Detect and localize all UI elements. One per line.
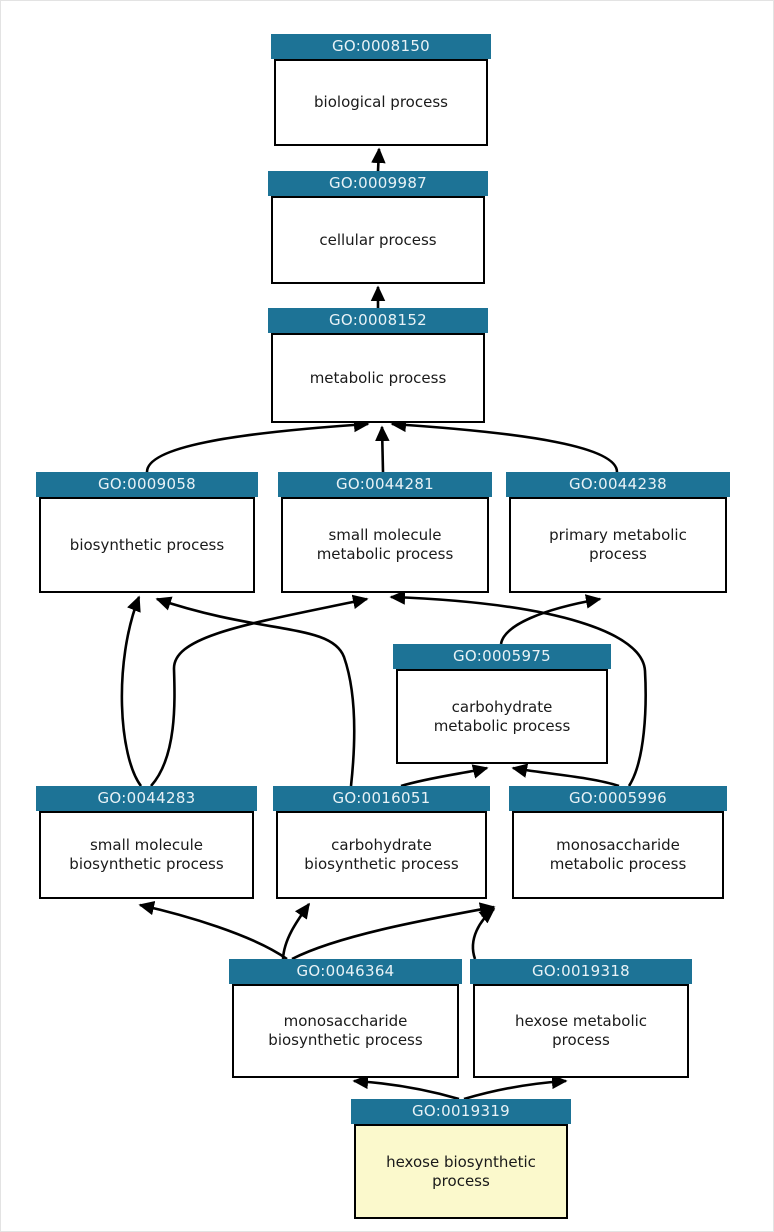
go-term-label: monosaccharide biosynthetic process [232, 984, 459, 1078]
go-id-header: GO:0016051 [273, 786, 490, 811]
edge-GO-0009987-to-GO-0008150 [371, 147, 386, 172]
go-term-label: hexose metabolic process [473, 984, 689, 1078]
go-id-header: GO:0008152 [268, 308, 488, 333]
edge-GO-0046364-to-GO-0005996 [291, 902, 496, 961]
go-term-label: biosynthetic process [39, 497, 255, 593]
go-id-header: GO:0009987 [268, 171, 488, 196]
go-id-header: GO:0044238 [506, 472, 730, 497]
edge-GO-0016051-to-GO-0009058 [155, 596, 356, 787]
go-term-label: hexose biosynthetic process [354, 1124, 568, 1219]
edge-GO-0044283-to-GO-0009058 [120, 595, 143, 787]
go-id-header: GO:0005975 [393, 644, 611, 669]
go-id-header: GO:0008150 [271, 34, 491, 59]
go-id-header: GO:0046364 [229, 959, 462, 984]
go-term-label: small molecule metabolic process [281, 497, 489, 593]
edge-GO-0005996-to-GO-0044281 [389, 590, 647, 787]
go-id-header: GO:0009058 [36, 472, 258, 497]
go-term-label: small molecule biosynthetic process [39, 811, 254, 899]
go-id-header: GO:0044281 [278, 472, 492, 497]
edge-GO-0019319-to-GO-0046364 [352, 1074, 460, 1101]
edge-GO-0046364-to-GO-0016051 [281, 902, 311, 960]
edge-GO-0044283-to-GO-0044281 [150, 594, 369, 787]
go-id-header: GO:0005996 [509, 786, 727, 811]
go-id-header: GO:0044283 [36, 786, 257, 811]
go-term-label: biological process [274, 59, 488, 146]
go-term-label: carbohydrate metabolic process [396, 669, 608, 764]
go-id-header: GO:0019319 [351, 1099, 571, 1124]
edge-GO-0009058-to-GO-0008152 [145, 417, 370, 473]
go-id-header: GO:0019318 [470, 959, 692, 984]
edge-GO-0019318-to-GO-0005996 [471, 907, 496, 960]
edge-GO-0046364-to-GO-0044283 [138, 900, 288, 961]
edge-GO-0016051-to-GO-0005975 [400, 764, 489, 788]
edge-GO-0044281-to-GO-0008152 [375, 425, 390, 473]
go-term-label: carbohydrate biosynthetic process [276, 811, 487, 899]
edge-GO-0044238-to-GO-0008152 [390, 417, 619, 473]
go-term-label: monosaccharide metabolic process [512, 811, 724, 899]
go-term-label: metabolic process [271, 333, 485, 423]
edge-GO-0005975-to-GO-0044238 [499, 594, 602, 645]
go-term-label: primary metabolic process [509, 497, 727, 593]
edge-GO-0005996-to-GO-0005975 [511, 763, 620, 788]
go-term-label: cellular process [271, 196, 485, 284]
edge-GO-0019319-to-GO-0019318 [463, 1074, 568, 1101]
